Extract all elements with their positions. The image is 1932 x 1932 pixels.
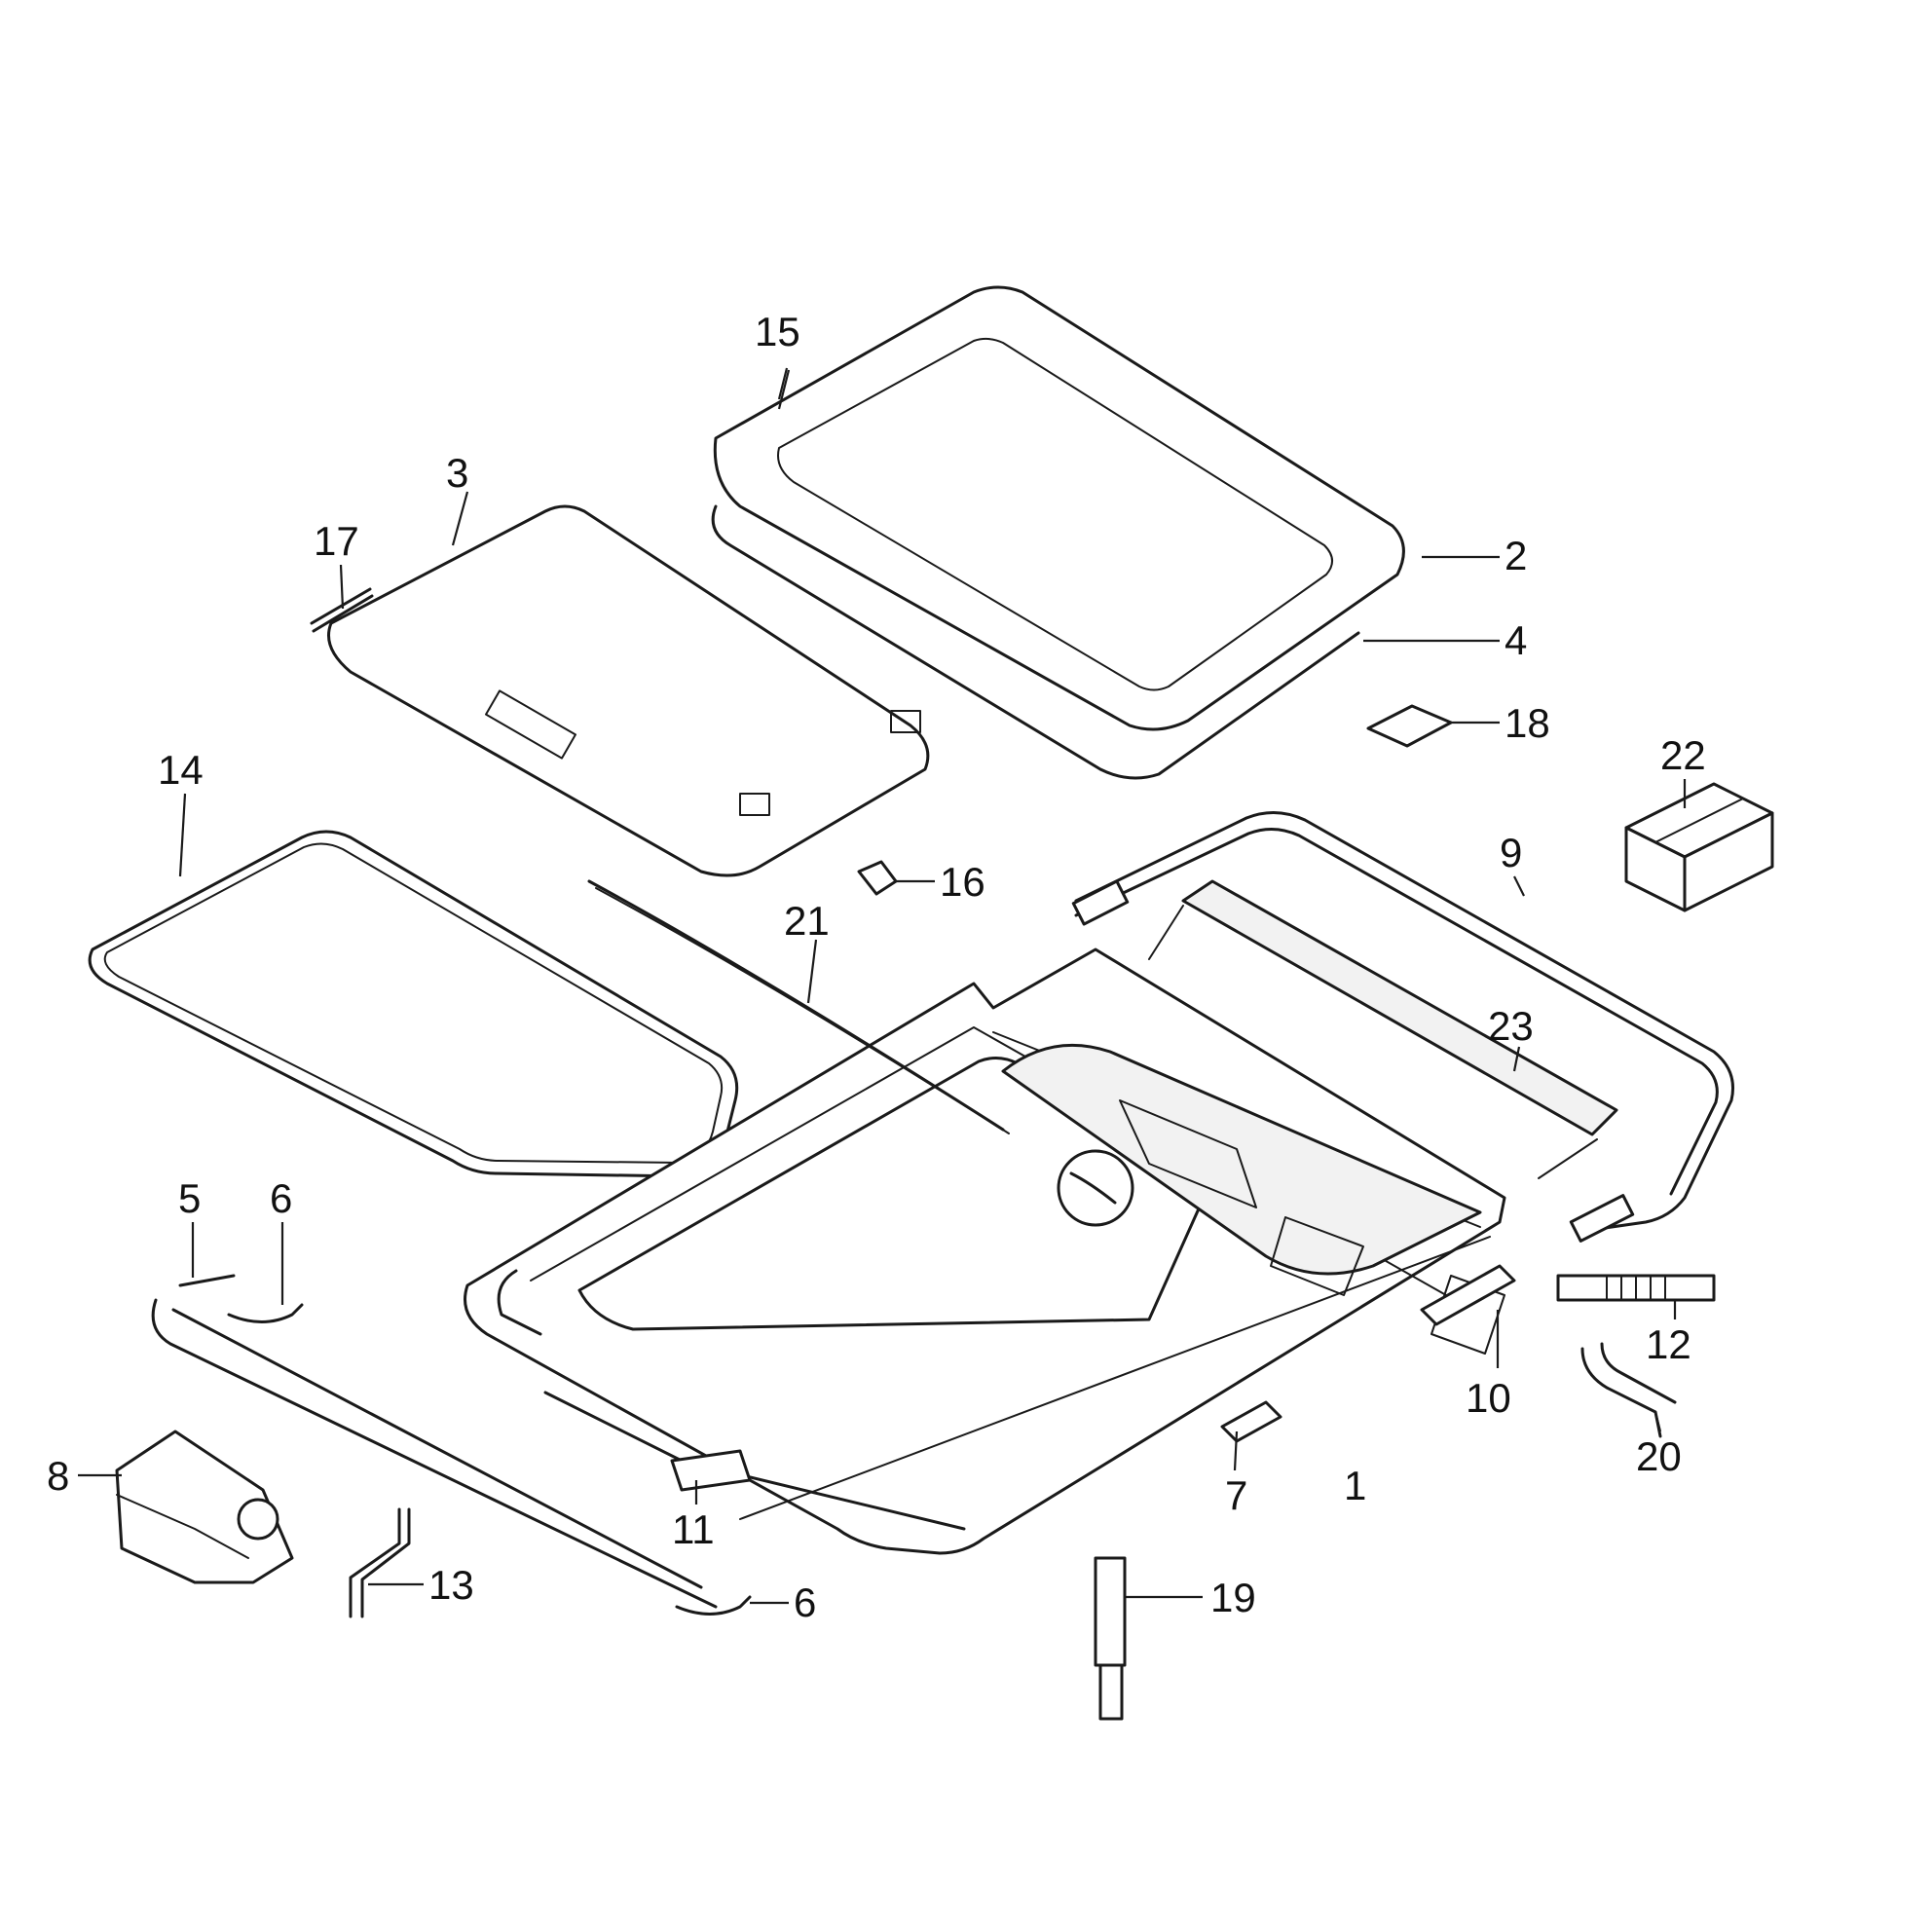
callout-20: 20 xyxy=(1636,1433,1682,1479)
cable-part-21[interactable] xyxy=(587,879,1010,1134)
clip-part-6a[interactable] xyxy=(227,1303,304,1323)
callout-6a: 6 xyxy=(270,1175,292,1221)
callout-12: 12 xyxy=(1646,1321,1691,1367)
cable-guide-part-5[interactable] xyxy=(151,1274,718,1609)
callout-9: 9 xyxy=(1500,830,1522,875)
callout-4: 4 xyxy=(1505,617,1527,663)
callout-5: 5 xyxy=(178,1175,201,1221)
detail-circle xyxy=(1057,1149,1134,1227)
callout-2: 2 xyxy=(1505,533,1527,578)
callout-6b: 6 xyxy=(794,1579,816,1625)
crank-part-13[interactable] xyxy=(349,1507,411,1618)
callout-19: 19 xyxy=(1210,1575,1256,1620)
drain-hose-part-12[interactable] xyxy=(1556,1274,1716,1302)
callout-7: 7 xyxy=(1225,1472,1247,1518)
gas-spring-part-19[interactable] xyxy=(1094,1556,1127,1721)
bracket-part-16[interactable] xyxy=(857,860,898,896)
glass-lid-part[interactable] xyxy=(713,285,1405,731)
callout-17: 17 xyxy=(314,518,359,564)
wind-deflector-part[interactable] xyxy=(1148,879,1618,1179)
glass-seal-part[interactable] xyxy=(88,830,739,1178)
callout-13: 13 xyxy=(428,1562,474,1608)
callout-14: 14 xyxy=(158,747,204,793)
callout-1: 1 xyxy=(1344,1463,1366,1508)
callout-22: 22 xyxy=(1660,732,1706,778)
callout-11: 11 xyxy=(672,1506,715,1552)
callout-3: 3 xyxy=(446,450,468,496)
headliner-panel-part[interactable] xyxy=(327,504,930,877)
pad-part-18[interactable] xyxy=(1366,704,1453,748)
leader-lines xyxy=(78,367,1687,1605)
callout-labels: 1 2 3 4 5 6 6 7 8 9 10 11 12 13 14 15 16… xyxy=(47,309,1706,1625)
callout-21: 21 xyxy=(784,898,830,944)
main-frame-part[interactable] xyxy=(464,947,1506,1555)
callout-8: 8 xyxy=(47,1453,69,1499)
rear-channel-part[interactable] xyxy=(1071,811,1734,1243)
drive-bracket-part-11[interactable] xyxy=(670,1449,752,1492)
guide-part-7[interactable] xyxy=(1220,1400,1282,1443)
callout-23: 23 xyxy=(1488,1003,1534,1049)
bracket-part-10[interactable] xyxy=(1420,1264,1516,1326)
callout-10: 10 xyxy=(1466,1375,1511,1421)
callout-16: 16 xyxy=(940,859,985,905)
box-part-22[interactable] xyxy=(1624,782,1774,912)
clip-part-6b[interactable] xyxy=(675,1595,752,1616)
callout-15: 15 xyxy=(755,309,800,354)
hose-elbow-part-20[interactable] xyxy=(1580,1342,1677,1438)
callout-18: 18 xyxy=(1505,700,1550,746)
drive-motor-part-8[interactable] xyxy=(115,1430,294,1584)
lid-seal-part[interactable] xyxy=(711,504,1360,780)
clip-part-17[interactable] xyxy=(310,587,374,633)
